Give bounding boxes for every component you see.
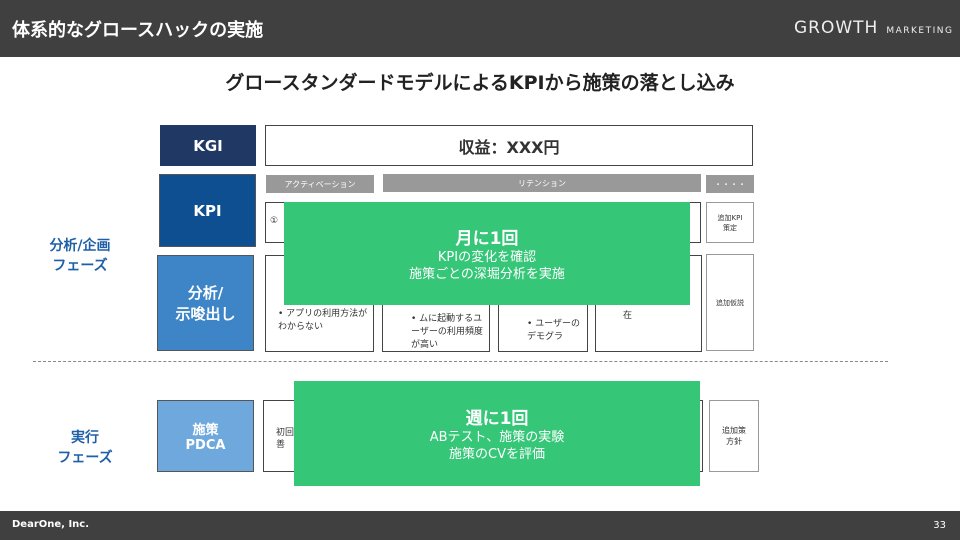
growth-marketing-logo: GROWTH MARKETING: [794, 18, 953, 38]
analysis-label-line: 示唆出し: [175, 305, 236, 323]
pdca-label-line: PDCA: [185, 438, 226, 453]
weekly-overlay: 週に1回 ABテスト、施策の実験 施策のCVを評価: [294, 381, 700, 486]
header-bar: [0, 0, 960, 57]
extra-policy: 追加策方針: [709, 400, 759, 472]
extra-kpi-text: 追加KPI: [717, 213, 743, 222]
weekly-line: ABテスト、施策の実験: [429, 430, 565, 445]
logo-subtext: MARKETING: [886, 26, 954, 36]
extra-kpi-text: 策定: [723, 223, 737, 232]
kpi-label: KPI: [159, 174, 256, 247]
phase-planning: 分析/企画フェーズ: [30, 236, 130, 276]
phase-label: フェーズ: [57, 450, 113, 466]
page-number: 33: [933, 520, 946, 531]
kpi-marker: ①: [270, 216, 279, 226]
analysis-bullet: • アプリの利用方法がわからない: [278, 309, 368, 332]
phase-label: 分析/企画: [49, 238, 111, 254]
kgi-label: KGI: [160, 125, 256, 166]
analysis-label-line: 分析/: [187, 284, 224, 302]
tab-activation: アクティベーション: [266, 175, 374, 193]
tab-more: ・・・・: [706, 175, 754, 193]
pdca-text: 初回: [276, 428, 295, 438]
header-title: 体系的なグロースハックの実施: [12, 20, 264, 41]
phase-execution: 実行フェーズ: [40, 428, 130, 468]
phase-label: フェーズ: [52, 258, 108, 274]
monthly-line: 施策ごとの深堀分析を実施: [409, 267, 565, 282]
monthly-heading: 月に1回: [455, 229, 519, 249]
analysis-text: 在: [623, 311, 633, 321]
extra-hypothesis: 追加仮説: [706, 254, 754, 351]
footer-company: DearOne, Inc.: [12, 519, 90, 530]
phase-divider: [33, 361, 888, 362]
footer-bar: DearOne, Inc. 33: [0, 511, 960, 540]
analysis-bullet: • ムに起動するユーザーの利用頻度が高い: [411, 314, 483, 350]
monthly-overlay: 月に1回 KPIの変化を確認 施策ごとの深堀分析を実施: [284, 202, 690, 305]
logo-text: GROWTH: [794, 18, 879, 38]
analysis-label: 分析/示唆出し: [157, 255, 254, 351]
analysis-bullet: • ユーザーのデモグラ: [527, 319, 580, 342]
kgi-value: 収益：XXX円: [265, 125, 753, 166]
weekly-line: 施策のCVを評価: [449, 447, 545, 462]
tab-retention: リテンション: [383, 174, 701, 192]
slide-title: グロースタンダードモデルによるKPIから施策の落とし込み: [225, 72, 735, 94]
monthly-line: KPIの変化を確認: [437, 250, 537, 265]
extra-policy-text: 方針: [726, 437, 742, 446]
phase-label: 実行: [71, 430, 99, 446]
pdca-text: 善: [276, 440, 286, 450]
pdca-label-line: 施策: [192, 423, 219, 438]
extra-policy-text: 追加策: [722, 426, 746, 435]
weekly-heading: 週に1回: [465, 409, 529, 429]
